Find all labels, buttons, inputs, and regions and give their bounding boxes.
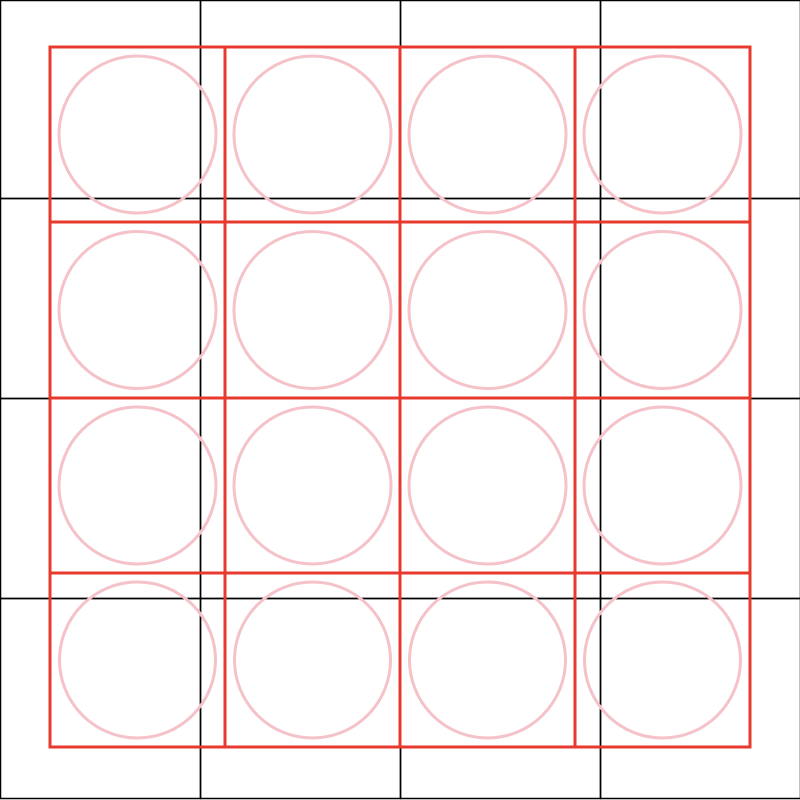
circle-r1-c1 — [57, 54, 218, 215]
circle-r2-c3 — [407, 230, 568, 390]
circle-r4-c4 — [583, 580, 742, 740]
background-cell — [599, 597, 800, 800]
circle-r3-c2 — [232, 405, 393, 566]
circle-r2-c2 — [232, 230, 393, 390]
circle-r4-c3 — [408, 580, 567, 740]
circle-r4-c1 — [58, 580, 217, 740]
circle-r2-c1 — [57, 230, 218, 390]
circle-r4-c2 — [233, 580, 392, 740]
circle-r1-c3 — [407, 54, 568, 215]
square-r4-c4 — [573, 571, 752, 749]
circle-r3-c3 — [407, 405, 568, 566]
circle-r3-c1 — [57, 405, 218, 566]
overlay-grid — [48, 45, 752, 749]
circle-r3-c4 — [582, 405, 743, 566]
circle-r1-c4 — [582, 54, 743, 215]
circle-r2-c4 — [582, 230, 743, 390]
circle-r1-c2 — [232, 54, 393, 215]
